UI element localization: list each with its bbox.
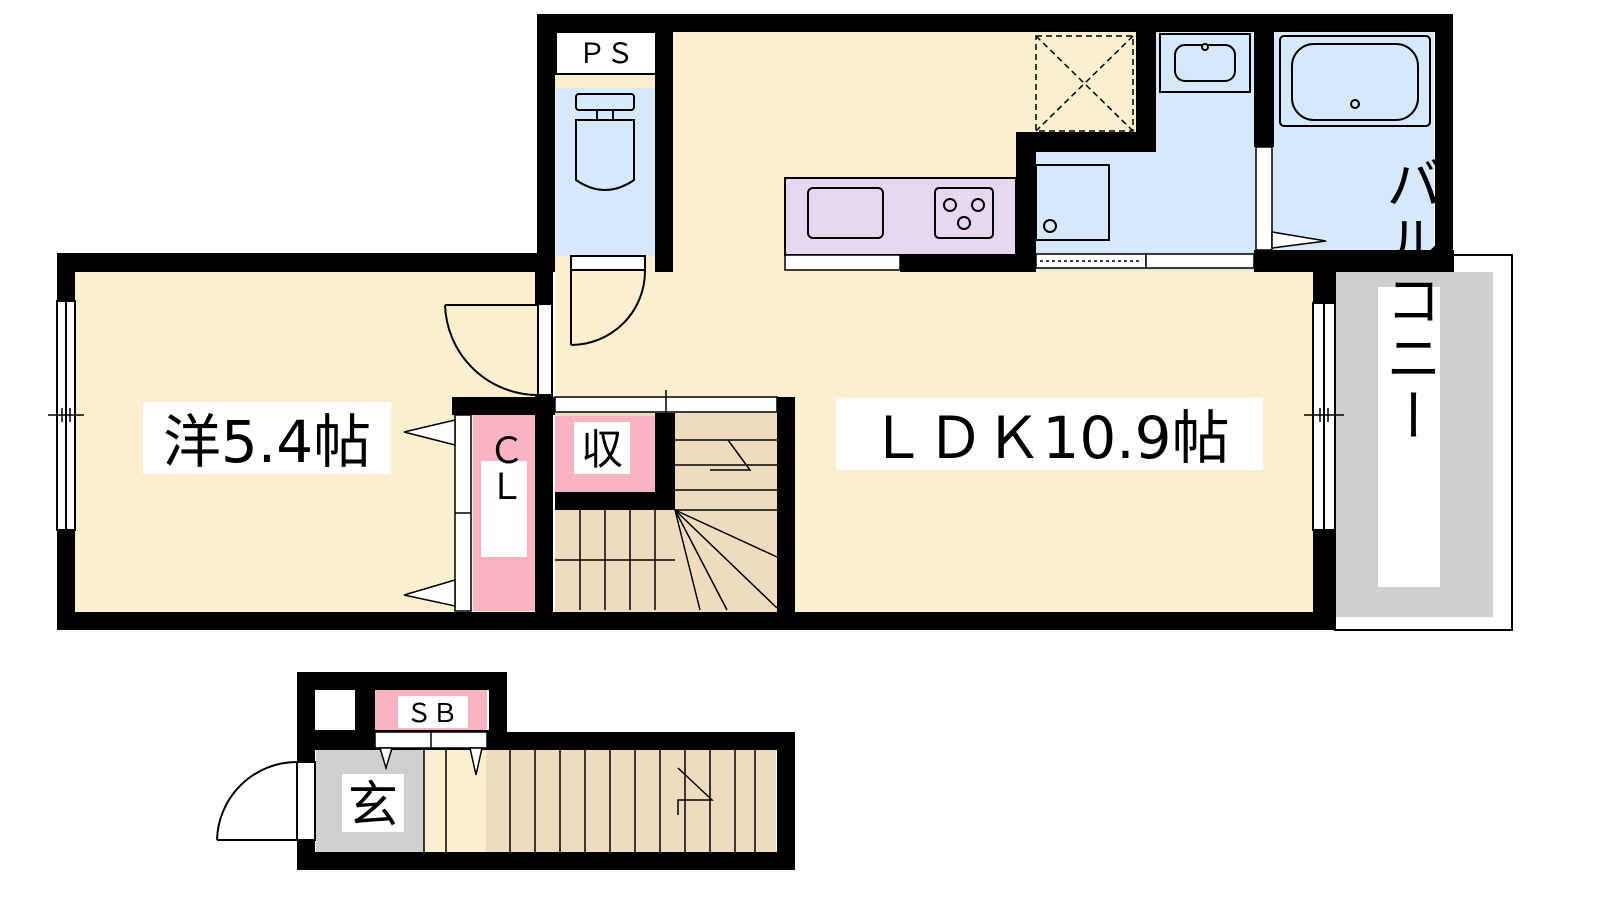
bathtub-icon bbox=[1279, 35, 1431, 127]
entrance-label: 玄 bbox=[348, 776, 398, 834]
ldk-label: ＬＤＫ10.9帖 bbox=[868, 404, 1229, 472]
toilet-icon bbox=[575, 93, 635, 191]
lower-stairs bbox=[486, 750, 776, 852]
kitchen-counter bbox=[784, 177, 1017, 271]
walls bbox=[57, 14, 1454, 630]
storage-label: 収 bbox=[581, 425, 623, 474]
shoe-box-doors bbox=[374, 731, 488, 776]
western-room-label: 洋5.4帖 bbox=[163, 408, 371, 476]
washroom-sill bbox=[1035, 253, 1255, 269]
storage-label-bg bbox=[574, 422, 630, 474]
washbasin-icon bbox=[1159, 33, 1251, 93]
pipe-space-label: ＰＳ bbox=[578, 37, 634, 70]
upper-stairs-lines bbox=[555, 439, 778, 611]
fridge-space bbox=[1035, 35, 1134, 132]
lower-white-box bbox=[317, 692, 355, 730]
shoe-box-label: ＳＢ bbox=[406, 699, 458, 729]
shoe-box-label-bg bbox=[398, 696, 468, 728]
balcony-label-bg bbox=[1378, 287, 1440, 587]
entrance-step bbox=[423, 750, 447, 852]
entrance-door bbox=[216, 761, 316, 841]
closet-doors bbox=[403, 414, 472, 612]
closet-label: ＣＬ bbox=[483, 432, 524, 504]
stove-icon bbox=[934, 187, 994, 239]
western-room-door bbox=[444, 303, 553, 396]
left-window bbox=[48, 300, 84, 531]
closet-label-bg bbox=[481, 461, 527, 557]
entrance-label-bg bbox=[342, 774, 404, 832]
bathroom-door bbox=[1255, 146, 1327, 251]
ldk-label-bg bbox=[836, 398, 1263, 470]
washing-machine-icon bbox=[1035, 164, 1110, 241]
balcony-label: バルコニー bbox=[1377, 155, 1442, 445]
western-room-label-bg bbox=[143, 402, 391, 474]
storage-sill bbox=[554, 390, 778, 416]
lower-walls bbox=[297, 672, 795, 870]
toilet-door bbox=[570, 255, 647, 346]
lower-stairs-lines bbox=[509, 750, 756, 852]
balcony-window bbox=[1304, 302, 1344, 531]
